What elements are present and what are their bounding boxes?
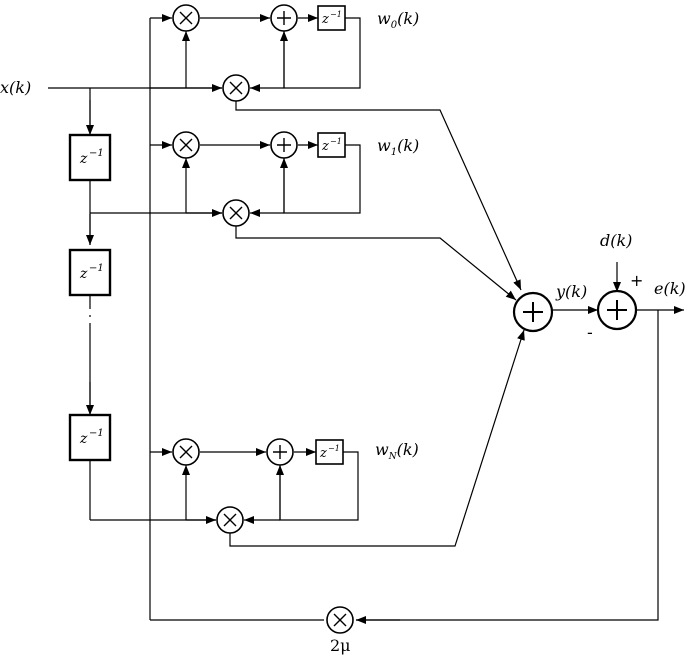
delay-exp: −1 — [330, 10, 342, 19]
multiplier-node — [222, 199, 250, 227]
delay-block: z −1 — [68, 133, 112, 182]
weight-arg: (k) — [397, 440, 419, 459]
weight-delays: z −1 z −1 z −1 — [315, 5, 346, 465]
weight-adder-node — [270, 131, 298, 159]
weight-sub: 0 — [391, 20, 398, 31]
delay-z: z — [79, 431, 88, 447]
output-signal-label: y(k) — [555, 282, 587, 301]
weight-sub: 1 — [391, 147, 397, 158]
multiplier-node — [172, 438, 200, 466]
labels: x(k) y(k) d(k) e(k) + - 2μ w0(k) w1(k) w… — [0, 9, 685, 655]
step-size-label: 2μ — [330, 636, 351, 655]
delay-exp: −1 — [89, 263, 104, 274]
wires — [48, 17, 659, 621]
weight-base: w — [377, 9, 391, 28]
weight-base: w — [375, 440, 389, 459]
multiplier-node — [216, 506, 244, 534]
desired-signal-label: d(k) — [600, 231, 632, 250]
delay-block: z −1 — [68, 248, 112, 297]
weight-adder-node — [270, 4, 298, 32]
delay-exp: −1 — [89, 428, 104, 439]
delay-z: z — [319, 446, 327, 461]
error-signal-label: e(k) — [654, 279, 685, 298]
delay-block: z −1 — [68, 413, 112, 462]
delay-z: z — [321, 12, 329, 27]
weight-delay-block: z −1 — [315, 439, 344, 465]
output-summer-node — [512, 291, 554, 333]
multipliers — [172, 4, 354, 634]
adders — [266, 4, 638, 466]
weight-delay-block: z −1 — [317, 5, 346, 31]
multiplier-node — [172, 4, 200, 32]
delay-exp: −1 — [330, 137, 342, 146]
weight-label-0: w0(k) — [377, 9, 419, 31]
weight-sub: N — [388, 452, 398, 462]
weight-arg: (k) — [397, 9, 419, 28]
arrowed-wires — [86, 14, 684, 624]
delay-z: z — [79, 266, 88, 282]
weight-adder-node — [266, 438, 294, 466]
delay-exp: −1 — [328, 444, 340, 453]
multiplier-node — [172, 131, 200, 159]
minus-sign: - — [587, 323, 593, 342]
delay-chain: z −1 z −1 z −1 — [68, 133, 112, 462]
input-signal-label: x(k) — [0, 78, 31, 97]
weight-label-1: w1(k) — [377, 136, 419, 158]
plus-sign: + — [630, 271, 643, 290]
error-adder-node — [596, 289, 638, 331]
delay-z: z — [321, 139, 329, 154]
weight-label-n: wN(k) — [375, 440, 419, 462]
delay-exp: −1 — [89, 148, 104, 159]
weight-base: w — [377, 136, 391, 155]
multiplier-node — [222, 74, 250, 102]
weight-arg: (k) — [397, 136, 419, 155]
step-multiplier-node — [326, 606, 354, 634]
delay-z: z — [79, 151, 88, 167]
weight-delay-block: z −1 — [317, 132, 346, 158]
